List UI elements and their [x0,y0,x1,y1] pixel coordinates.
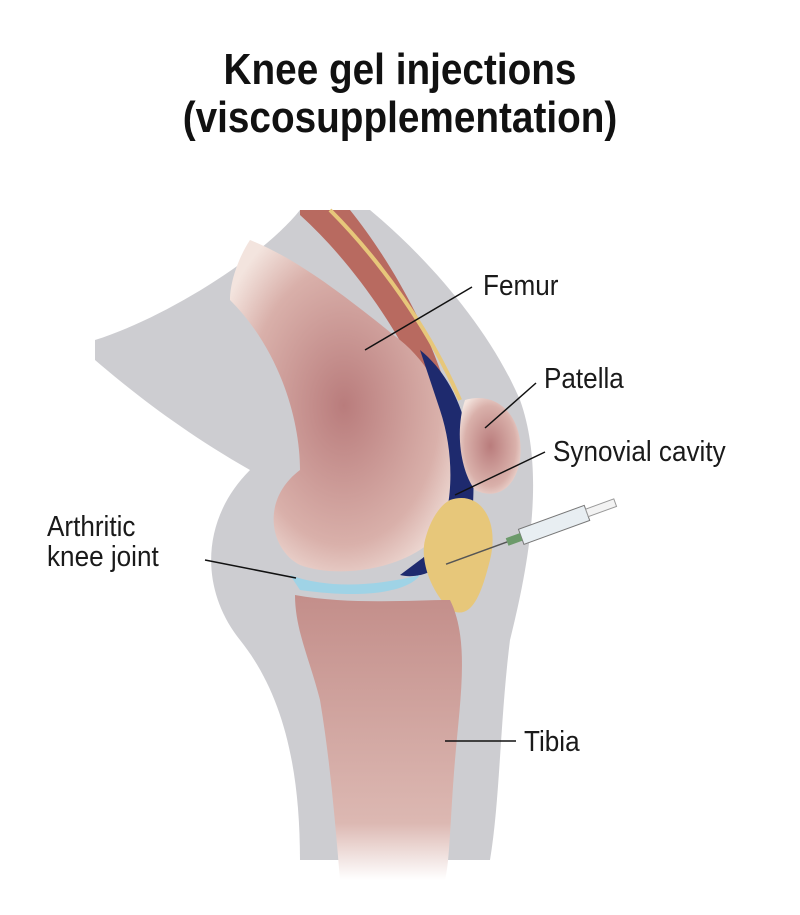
label-arthritic-line1: Arthritic [47,511,136,543]
title-line-1: Knee gel injections [223,45,577,94]
arthritic-leader [204,559,297,579]
label-femur: Femur [483,270,559,302]
label-tibia: Tibia [524,726,580,758]
label-arthritic-line2: knee joint [47,541,159,573]
label-patella: Patella [544,363,624,395]
fat-pad [423,498,493,613]
synovial-leader [454,451,546,496]
title-line-2: (viscosupplementation) [182,93,618,142]
syringe [445,498,618,565]
femur-leader [364,286,473,351]
patella-bone [459,398,521,494]
label-synovial-cavity: Synovial cavity [553,436,726,468]
femur-bone [230,240,458,572]
tibia-bone [295,595,462,880]
patella-leader [484,382,537,429]
tendon [328,208,462,401]
joint-fluid [290,575,420,595]
